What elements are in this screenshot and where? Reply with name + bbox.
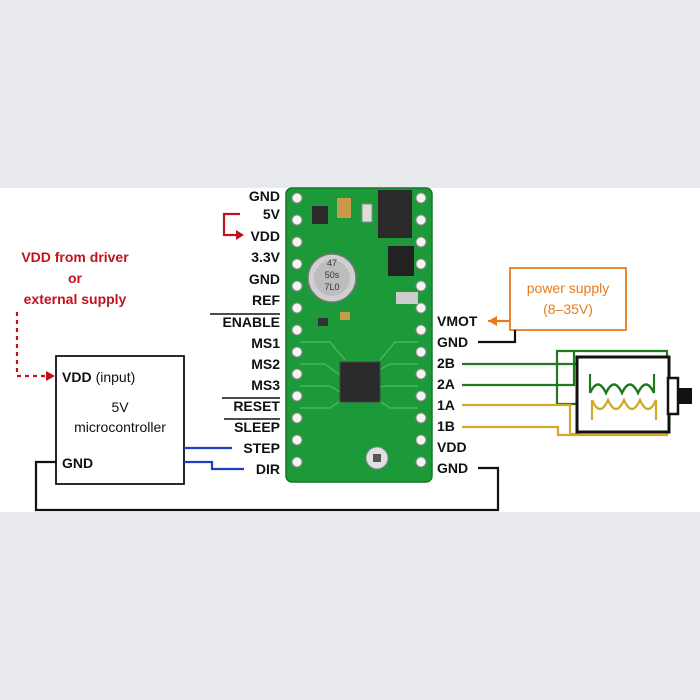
pin-ref: REF bbox=[252, 292, 280, 308]
coil-2 bbox=[588, 383, 656, 396]
voltage-regulator bbox=[378, 190, 412, 238]
pin-1a: 1A bbox=[437, 397, 455, 413]
right-pin-labels: VMOT GND 2B 2A 1A 1B VDD GND bbox=[437, 313, 478, 476]
psu-gnd-wire bbox=[478, 330, 517, 344]
power-supply-label: power supply bbox=[527, 280, 610, 296]
smd-component bbox=[337, 198, 351, 218]
smd-component bbox=[396, 292, 418, 304]
pin-dir: DIR bbox=[256, 461, 280, 477]
pin-step: STEP bbox=[243, 440, 280, 456]
capacitor: 47 50s 7L0 bbox=[307, 253, 357, 303]
pin-1b: 1B bbox=[437, 418, 455, 434]
power-supply-range: (8–35V) bbox=[543, 301, 593, 317]
vdd-source-note: VDD from driver or external supply bbox=[21, 249, 129, 307]
mcu-name: microcontroller bbox=[74, 419, 166, 435]
stepper-motor bbox=[575, 355, 692, 434]
pin-vmot: VMOT bbox=[437, 313, 478, 329]
pin-2b: 2B bbox=[437, 355, 455, 371]
capacitor-label-2: 50s bbox=[325, 270, 340, 280]
pin-ms2: MS2 bbox=[251, 356, 280, 372]
left-pin-labels: GND 5V VDD 3.3V GND REF ENABLE MS1 MS2 M… bbox=[210, 188, 281, 477]
small-transistor bbox=[312, 206, 328, 224]
microcontroller-box: VDD(input) 5V microcontroller GND bbox=[55, 355, 185, 485]
arrow-head bbox=[488, 316, 497, 326]
pin-vdd-right: VDD bbox=[437, 439, 467, 455]
active-low-overlines bbox=[210, 313, 280, 420]
vdd-source-line1: VDD from driver bbox=[21, 249, 129, 265]
vdd-dashed-line bbox=[15, 312, 46, 378]
driver-ic bbox=[339, 361, 381, 403]
vdd-source-line3: external supply bbox=[24, 291, 127, 307]
smd-component bbox=[361, 203, 373, 223]
pin-3v3: 3.3V bbox=[251, 249, 280, 265]
potentiometer bbox=[365, 446, 389, 470]
step-dir-wires bbox=[184, 446, 244, 471]
smd-component bbox=[318, 318, 328, 326]
pin-enable: ENABLE bbox=[222, 314, 280, 330]
pin-2a: 2A bbox=[437, 376, 455, 392]
pin-gnd-right: GND bbox=[437, 460, 468, 476]
ground-wire bbox=[34, 460, 500, 512]
power-supply-box: power supply (8–35V) bbox=[509, 267, 627, 331]
pin-gnd-motor: GND bbox=[437, 334, 468, 350]
capacitor-label-3: 7L0 bbox=[324, 282, 339, 292]
pin-reset: RESET bbox=[233, 398, 280, 414]
pin-sleep: SLEEP bbox=[234, 419, 280, 435]
pin-ms3: MS3 bbox=[251, 377, 280, 393]
mcu-vdd: VDD(input) bbox=[62, 369, 135, 385]
pin-holes-left bbox=[291, 192, 303, 468]
arrow-head bbox=[236, 230, 244, 240]
arrow-head bbox=[46, 371, 55, 381]
coil-1 bbox=[590, 397, 658, 411]
pin-5v: 5V bbox=[263, 206, 281, 222]
driver-board: 47 50s 7L0 bbox=[285, 187, 433, 483]
vdd-source-line2: or bbox=[68, 270, 83, 286]
pin-gnd-top: GND bbox=[249, 188, 280, 204]
5v-to-vdd-arrow bbox=[222, 212, 240, 237]
mcu-gnd: GND bbox=[62, 455, 93, 471]
pin-ms1: MS1 bbox=[251, 335, 280, 351]
pin-gnd-left: GND bbox=[249, 271, 280, 287]
smd-component bbox=[340, 312, 350, 320]
mcu-5v: 5V bbox=[111, 399, 129, 415]
capacitor-label-1: 47 bbox=[327, 258, 337, 268]
regulator-chip bbox=[388, 246, 414, 276]
pin-holes-right bbox=[415, 192, 427, 468]
pin-vdd-left: VDD bbox=[250, 228, 280, 244]
